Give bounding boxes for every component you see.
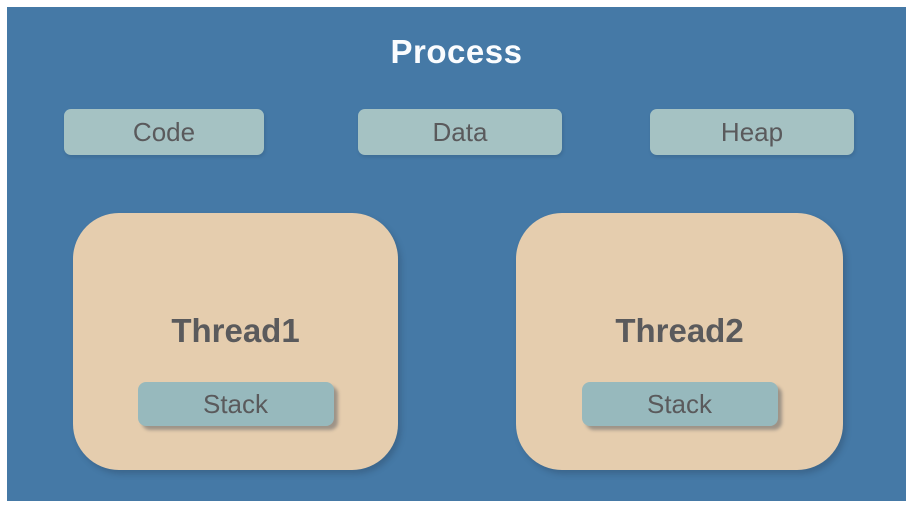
thread2-stack-box: Stack	[581, 382, 778, 426]
thread1-box: Thread1 Stack	[73, 213, 398, 470]
code-label: Code	[132, 116, 196, 147]
data-label: Data	[432, 116, 488, 147]
process-title: Process	[390, 33, 523, 70]
heap-box: Heap	[650, 109, 854, 155]
thread1-stack-box: Stack	[137, 382, 334, 426]
thread2-label: Thread2	[615, 312, 744, 349]
data-box: Data	[358, 109, 562, 155]
heap-label: Heap	[720, 116, 784, 147]
thread1-stack-label: Stack	[202, 388, 269, 419]
thread2-stack-label: Stack	[646, 388, 713, 419]
thread2-box: Thread2 Stack	[516, 213, 843, 470]
thread1-label: Thread1	[171, 312, 300, 349]
code-box: Code	[64, 109, 264, 155]
process-box: Process Code Data Heap Thread1 Stack Thr…	[7, 7, 906, 501]
